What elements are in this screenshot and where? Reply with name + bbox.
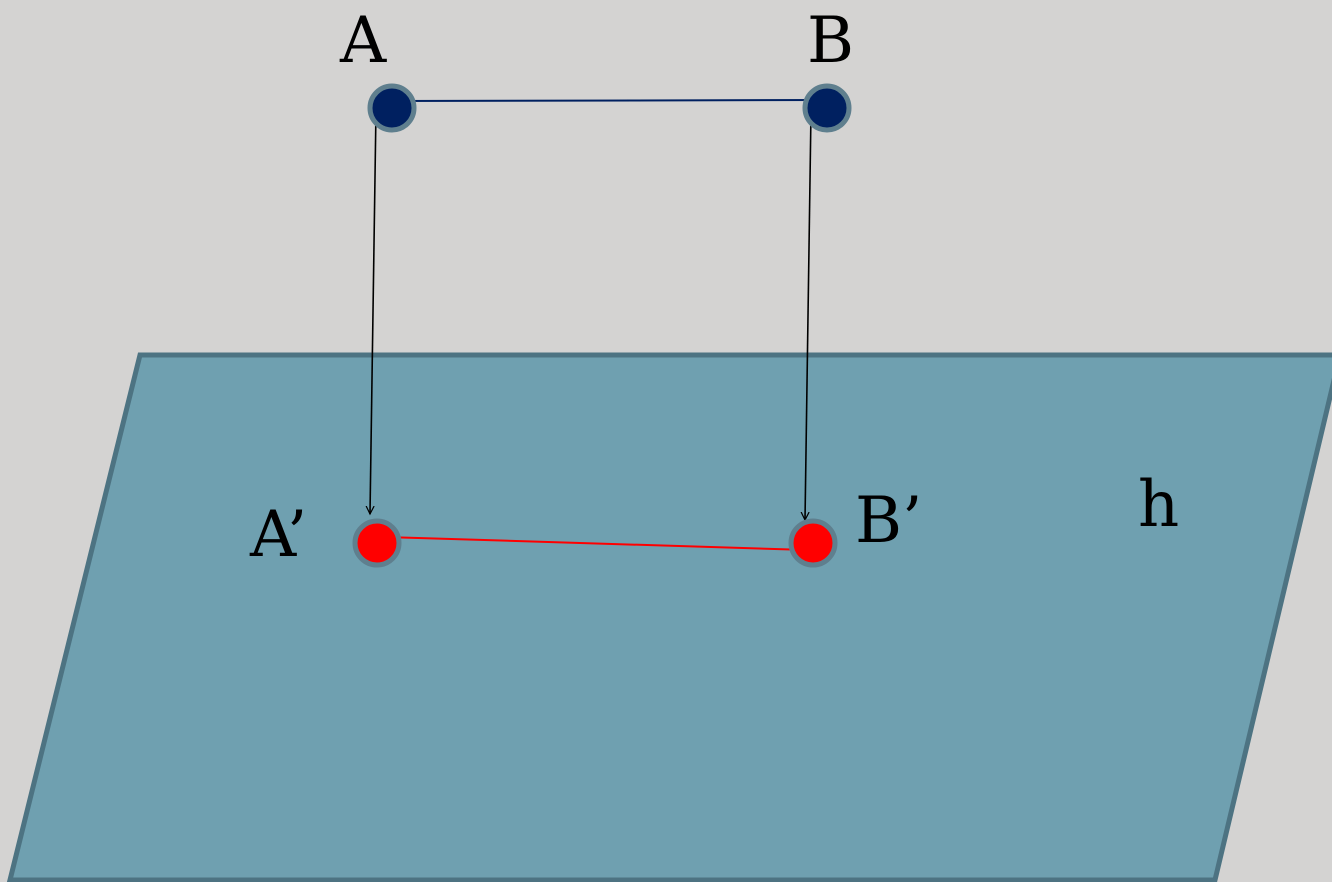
point-b [802,83,852,133]
segment-ab [391,99,827,102]
label-a: A [339,4,387,78]
plane-h [6,352,1332,882]
projection-arrow-b [805,111,812,520]
label-b: B [807,4,854,78]
point-b-prime [788,518,838,568]
point-a [367,83,417,133]
projection-arrow-a [370,109,377,514]
label-a-prime: A’ [249,498,307,572]
label-b-prime: B’ [855,484,922,558]
point-a-prime [352,518,402,568]
segment-a-prime-b-prime [384,536,809,551]
label-plane-h: h [1138,468,1179,542]
